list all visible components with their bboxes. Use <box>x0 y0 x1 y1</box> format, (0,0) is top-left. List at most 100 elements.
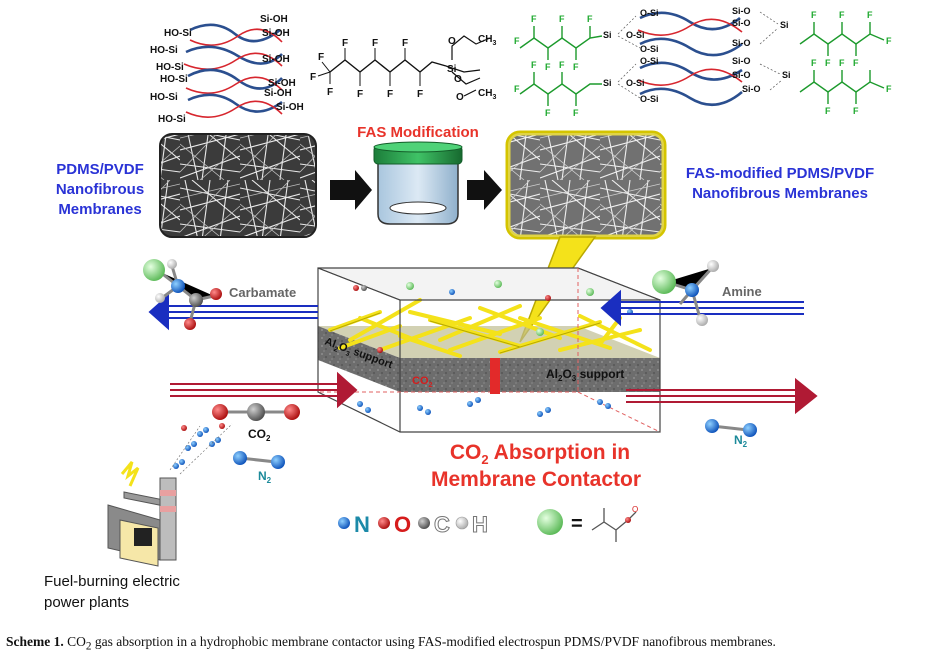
n2-molecule-left <box>233 451 285 469</box>
pdms-membrane-label: PDMS/PVDF <box>56 161 144 178</box>
process-arrow-icon <box>330 170 372 210</box>
fas-modified-membrane-label: Nanofibrous Membranes <box>692 185 868 202</box>
legend-hydrogen: H <box>472 512 488 537</box>
co2-in-membrane-label: CO2 <box>412 375 433 389</box>
legend-nitrogen: N <box>354 512 370 537</box>
liquid-inlet-arrow <box>600 289 804 327</box>
fluorine-label: F <box>318 52 324 63</box>
amine-structure-icon <box>591 508 637 542</box>
o-si-label: O-Si <box>626 30 645 40</box>
silanol-label: HO-Si <box>160 74 188 85</box>
fluorine-label: F <box>839 10 845 20</box>
si-o-label: Si-O <box>732 56 751 66</box>
fas-modified-membrane-label: FAS-modified PDMS/PVDF <box>686 165 874 182</box>
silanol-label: Si-OH <box>264 88 292 99</box>
fluorine-label: F <box>372 38 378 49</box>
silanol-label: Si-OH <box>276 102 304 113</box>
gas-inlet-arrow <box>170 371 358 409</box>
al2o3-support-label-right: Al2O3 support <box>546 367 624 383</box>
silanol-label: Si-OH <box>268 78 296 89</box>
legend-structure-o: O <box>632 505 638 514</box>
si-o-label: Si-O <box>732 18 751 28</box>
carbamate-molecule <box>143 259 222 330</box>
silanol-label: Si-OH <box>262 28 290 39</box>
caption-subscript: 2 <box>85 640 92 653</box>
fluorine-label: F <box>559 60 565 70</box>
amine-group-icon <box>537 509 563 535</box>
pristine-membrane-image <box>159 133 317 238</box>
pdms-membrane-label: Membranes <box>58 201 141 218</box>
liquid-outlet-arrow <box>148 293 318 331</box>
fluorine-label: F <box>357 89 363 100</box>
fluorine-label: F <box>531 14 537 24</box>
fas-o-label: O <box>456 92 464 103</box>
power-plant-icon <box>107 461 177 567</box>
fluorine-label: F <box>387 89 393 100</box>
silanol-label: Si-OH <box>260 14 288 25</box>
fluorine-label: F <box>867 10 873 20</box>
fluorine-label: F <box>310 72 316 83</box>
ch3-label: CH3 <box>478 34 496 47</box>
amine-label: Amine <box>722 284 762 299</box>
modified-membrane-image <box>505 130 667 240</box>
power-plant-label: Fuel-burning electric <box>44 573 180 590</box>
fluorine-label: F <box>402 38 408 49</box>
fluorine-label: F <box>327 87 333 98</box>
fas-solution-jar <box>373 141 463 225</box>
fluorine-label: F <box>545 108 551 118</box>
pdms-membrane-label: Nanofibrous <box>56 181 144 198</box>
nitrogen-atom-icon <box>338 517 350 529</box>
silanol-label: HO-Si <box>158 114 186 125</box>
si-o-label: Si-O <box>742 84 761 94</box>
caption-text-pre: CO <box>63 634 86 649</box>
fas-modification-label: FAS Modification <box>357 124 479 141</box>
fas-o-label: O <box>454 74 462 85</box>
n2-molecule-right <box>705 419 757 437</box>
amine-molecule <box>652 260 719 326</box>
si-label: Si <box>782 70 791 80</box>
fluorine-label: F <box>587 14 593 24</box>
oxygen-atom-icon <box>378 517 390 529</box>
fluorine-label: F <box>825 58 831 68</box>
silanol-label: HO-Si <box>164 28 192 39</box>
gas-outlet-arrow <box>626 377 818 415</box>
si-label: Si <box>603 30 612 40</box>
o-si-label: O-Si <box>640 8 659 18</box>
flue-gas-plume <box>169 423 233 475</box>
silanol-label: Si-OH <box>262 54 290 65</box>
atom-legend: N O C H = O <box>338 505 638 542</box>
ch3-label: CH3 <box>478 88 496 101</box>
carbamate-label: Carbamate <box>229 285 296 300</box>
n2-label-right: N2 <box>734 433 748 449</box>
fas-molecule-structure: F F F F F F F F F Si O O O CH3 CH3 <box>310 34 496 103</box>
silanol-label: HO-Si <box>150 92 178 103</box>
figure-caption: Scheme 1. CO2 gas absorption in a hydrop… <box>6 634 948 654</box>
absorption-title: CO2 Absorption in <box>450 441 630 467</box>
fas-modified-chains: F F F F F F F F F F F F F F F F F F F F … <box>514 6 892 118</box>
legend-carbon: C <box>434 512 450 537</box>
silanol-label: HO-Si <box>156 62 184 73</box>
si-label: Si <box>780 20 789 30</box>
o-si-label: O-Si <box>626 78 645 88</box>
fluorine-label: F <box>825 106 831 116</box>
fluorine-label: F <box>811 58 817 68</box>
fluorine-label: F <box>811 10 817 20</box>
fluorine-label: F <box>342 38 348 49</box>
hydrogen-atom-icon <box>455 516 469 530</box>
fluorine-label: F <box>545 62 551 72</box>
n2-label-left: N2 <box>258 469 272 485</box>
o-si-label: O-Si <box>640 94 659 104</box>
fluorine-label: F <box>417 89 423 100</box>
co2-molecule <box>212 403 300 421</box>
caption-text-post: gas absorption in a hydrophobic membrane… <box>91 634 776 649</box>
silanol-label: HO-Si <box>150 45 178 56</box>
si-o-label: Si-O <box>732 38 751 48</box>
fluorine-label: F <box>853 58 859 68</box>
si-o-label: Si-O <box>732 70 751 80</box>
fluorine-label: F <box>886 84 892 94</box>
fluorine-label: F <box>573 108 579 118</box>
legend-equals: = <box>571 513 583 535</box>
carbon-atom-icon <box>418 517 430 529</box>
o-si-label: O-Si <box>640 44 659 54</box>
